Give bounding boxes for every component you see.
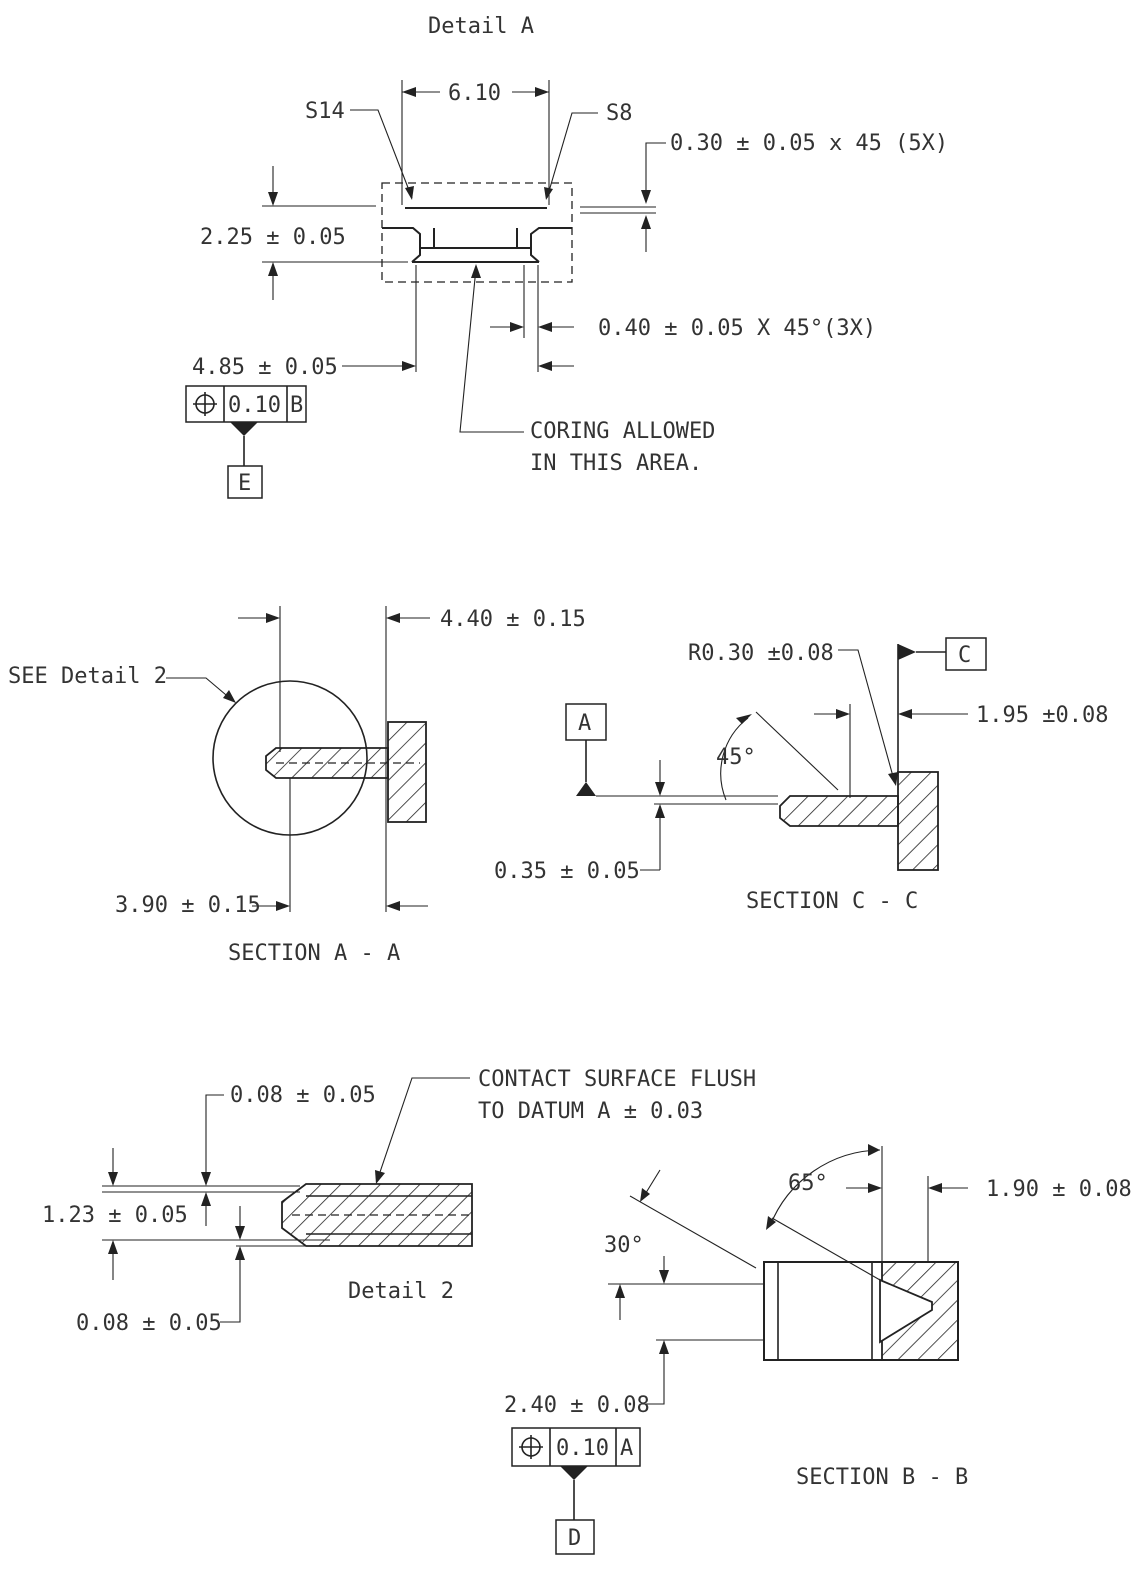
detail-2: 0.08 ± 0.05 CONTACT SURFACE FLUSH TO DAT… <box>42 1067 756 1336</box>
section-c-bottom-dim: 0.35 ± 0.05 <box>494 859 640 884</box>
detail-2-left-dim: 1.23 ± 0.05 <box>42 1203 188 1228</box>
datum-e: E <box>238 471 251 496</box>
detail-2-top-dim: 0.08 ± 0.05 <box>230 1083 376 1108</box>
section-b-b: 1.90 ± 0.08 65° 30° 2.40 ± 0.08 0.10 A D… <box>504 1144 1132 1555</box>
section-b-title: SECTION B - B <box>796 1465 968 1490</box>
detail-a-title: Detail A <box>428 14 534 39</box>
detail-a: Detail A 6.10 S14 S8 0.30 ± 0.05 x 45 (5… <box>185 14 948 499</box>
fcf-tolerance: 0.10 <box>228 393 281 418</box>
section-b-angle-30: 30° <box>604 1233 644 1258</box>
fcf-b-datum: A <box>620 1436 633 1461</box>
section-c-title: SECTION C - C <box>746 889 918 914</box>
section-b-right-dim: 1.90 ± 0.08 <box>986 1177 1132 1202</box>
section-b-bottom-dim: 2.40 ± 0.08 <box>504 1393 650 1418</box>
fcf-b-tolerance: 0.10 <box>556 1436 609 1461</box>
height-dim: 2.25 ± 0.05 <box>200 225 346 250</box>
datum-d: D <box>568 1526 581 1551</box>
detail-2-title: Detail 2 <box>348 1279 454 1304</box>
fcf-datum: B <box>290 393 303 418</box>
radius-note: R0.30 ±0.08 <box>688 641 834 666</box>
datum-d-triangle-icon <box>560 1466 588 1480</box>
section-a-bottom-dim: 3.90 ± 0.15 <box>115 893 261 918</box>
section-a-a: 4.40 ± 0.15 SEE Detail 2 3.90 ± 0.15 SEC… <box>8 606 586 966</box>
section-c-angle: 45° <box>716 745 756 770</box>
see-detail-2: SEE Detail 2 <box>8 664 167 689</box>
coring-note-line2: IN THIS AREA. <box>530 451 702 476</box>
detail-2-bottom-dim: 0.08 ± 0.05 <box>76 1311 222 1336</box>
section-c-right-dim: 1.95 ±0.08 <box>976 703 1108 728</box>
coring-note-line1: CORING ALLOWED <box>530 419 715 444</box>
detail-a-width-dim: 6.10 <box>448 81 501 106</box>
chamfer-top-note: 0.30 ± 0.05 x 45 (5X) <box>670 131 948 156</box>
section-b-angle-65: 65° <box>788 1171 828 1196</box>
label-s8: S8 <box>606 101 633 126</box>
contact-note-line1: CONTACT SURFACE FLUSH <box>478 1067 756 1092</box>
datum-a-triangle-icon <box>576 782 596 796</box>
datum-c: C <box>958 643 971 668</box>
datum-triangle-icon <box>230 422 258 436</box>
label-s14: S14 <box>305 99 345 124</box>
section-a-title: SECTION A - A <box>228 941 400 966</box>
datum-c-triangle-icon <box>898 644 916 660</box>
section-a-top-dim: 4.40 ± 0.15 <box>440 607 586 632</box>
datum-a: A <box>578 711 591 736</box>
chamfer-bottom-note: 0.40 ± 0.05 X 45°(3X) <box>598 316 876 341</box>
contact-note-line2: TO DATUM A ± 0.03 <box>478 1099 703 1124</box>
section-c-c: R0.30 ±0.08 C 1.95 ±0.08 A 45° 0.35 ± 0.… <box>494 637 1108 914</box>
position-dim: 4.85 ± 0.05 <box>192 355 338 380</box>
